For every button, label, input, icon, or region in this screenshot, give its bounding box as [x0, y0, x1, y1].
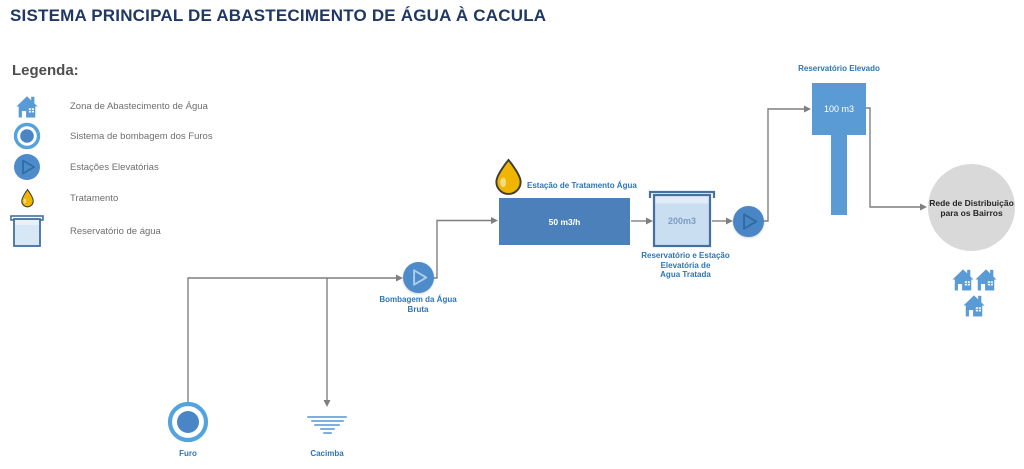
house-icon [952, 266, 974, 292]
treated-reservoir-capacity: 200m3 [668, 216, 696, 226]
arrowhead [920, 203, 927, 211]
legend-item-tratamento: Tratamento [10, 187, 118, 209]
cacimba-icon [307, 416, 347, 436]
legend-label: Zona de Abastecimento de Água [70, 100, 208, 112]
treatment-drop-icon [10, 188, 44, 208]
elevated-reservoir-pedestal [831, 135, 847, 215]
legend-label: Tratamento [70, 192, 119, 204]
elevated-reservoir-box: 100 m3 [812, 83, 866, 135]
arrowhead [396, 274, 403, 282]
treatment-capacity: 50 m3/h [548, 216, 581, 227]
treatment-station-box: 50 m3/h [499, 198, 630, 245]
treated-reservoir-icon: 200m3 [647, 189, 717, 248]
arrowhead [646, 217, 653, 225]
treated-water-pump-icon [733, 206, 764, 237]
borehole-ring-icon [10, 122, 44, 150]
cacimba-label: Cacimba [310, 449, 344, 458]
arrowhead [726, 217, 733, 225]
legend-item-reservatorio: Reservatório de água [10, 214, 161, 248]
house-icon [975, 266, 997, 292]
connector-pump2-to-elevated [763, 108, 804, 222]
house-icon [10, 94, 44, 118]
arrowhead [804, 105, 811, 113]
connector-pump-to-treatment [433, 219, 491, 279]
house-icon [963, 292, 985, 318]
elevated-reservoir-capacity: 100 m3 [823, 104, 855, 114]
furo-label: Furo [179, 449, 197, 458]
treatment-drop-icon [492, 158, 525, 195]
legend-heading: Legenda: [12, 62, 79, 79]
arrowhead [323, 400, 331, 407]
legend-item-bombagem-furos: Sistema de bombagem dos Furos [10, 122, 213, 150]
legend-item-zona-abastecimento: Zona de Abastecimento de Água [10, 93, 208, 119]
furo-icon [166, 400, 210, 444]
page-title: SISTEMA PRINCIPAL DE ABASTECIMENTO DE ÁG… [10, 6, 547, 25]
elevated-reservoir-label: Reservatório Elevado [798, 64, 880, 73]
pump-icon [10, 153, 44, 181]
arrowhead [491, 217, 498, 224]
raw-water-pump-label: Bombagem da Água Bruta [379, 295, 457, 314]
legend-item-estacoes-elevatorias: Estações Elevatórias [10, 153, 159, 181]
water-reservoir-icon [10, 214, 44, 248]
connector-elevated-to-network [866, 107, 920, 208]
treated-reservoir-label: Reservatório e Estação Elevatória de Agu… [641, 251, 730, 279]
legend-label: Estações Elevatórias [70, 161, 159, 173]
legend-label: Reservatório de água [70, 225, 161, 237]
distribution-network-circle: Rede de Distribuição para os Bairros [928, 164, 1015, 251]
raw-water-pump-icon [403, 262, 434, 293]
legend-label: Sistema de bombagem dos Furos [70, 130, 213, 142]
treatment-station-label: Estação de Tratamento Água [527, 181, 637, 190]
